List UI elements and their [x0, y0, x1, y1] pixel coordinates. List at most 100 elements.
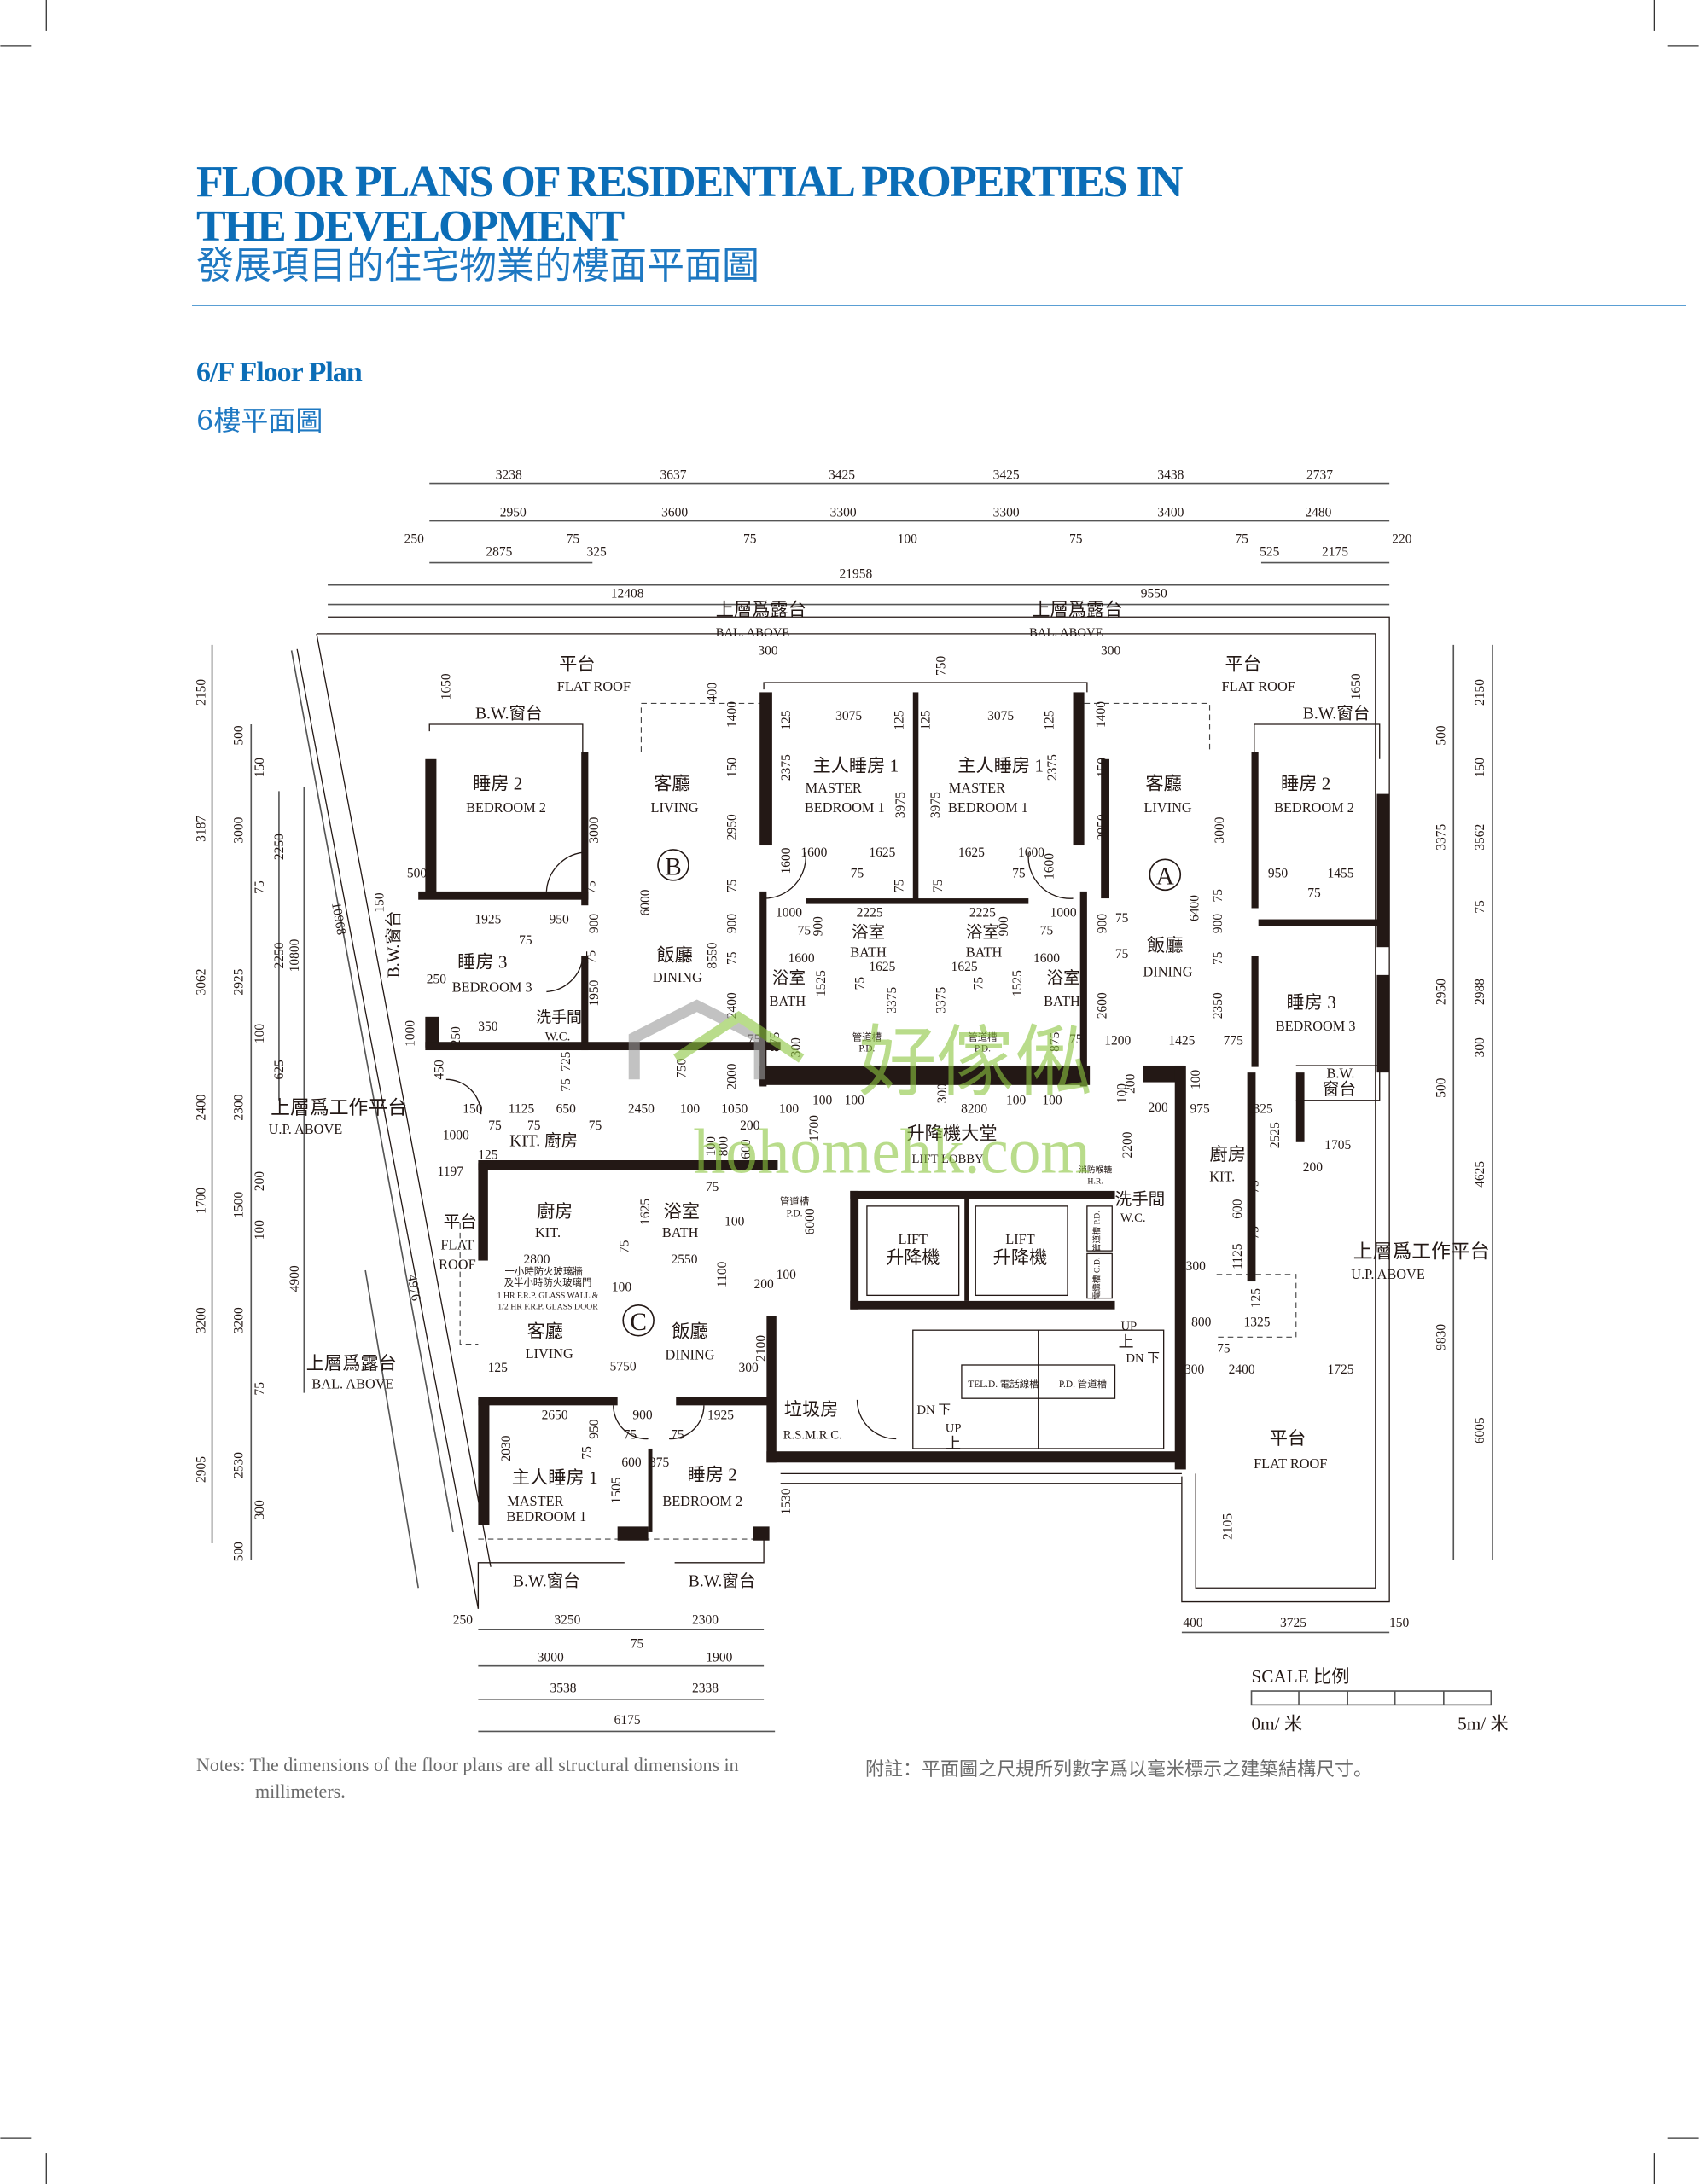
dimension-value: 75	[724, 951, 739, 965]
room-label: LIFT	[1005, 1231, 1034, 1247]
dimension-value: 8550	[706, 942, 720, 968]
dimension-value: 125	[1248, 1288, 1263, 1309]
dimension-value: 125	[1043, 710, 1057, 730]
dimension-value: 125	[488, 1361, 509, 1375]
dimension-value: 3300	[830, 506, 857, 520]
room-label: 睡房 2	[688, 1465, 737, 1485]
dimension-value: 6005	[1473, 1417, 1487, 1443]
dimension-value: 3062	[194, 969, 208, 996]
dimension-value: 3425	[993, 468, 1020, 483]
dimension-value: 2300	[692, 1613, 719, 1628]
dimension-value: 900	[1096, 914, 1110, 934]
dimension-value: 75	[706, 1180, 719, 1194]
dimension-value: 2800	[523, 1252, 550, 1267]
room-label: 客廳	[654, 774, 689, 794]
room-label: P.D.	[975, 1044, 991, 1054]
dimension-value: 150	[1096, 758, 1110, 778]
dimension-value: 3200	[231, 1307, 246, 1333]
scale-start: 0m/ 米	[1252, 1714, 1303, 1734]
dimension-value: 800	[717, 1136, 731, 1157]
room-label: 上層爲露台	[1032, 600, 1122, 620]
dimension-value: 900	[632, 1409, 653, 1423]
dimension-value: 200	[253, 1171, 267, 1192]
dimension-value: 3425	[829, 468, 855, 483]
dimension-value: 75	[853, 977, 868, 990]
room-label: BEDROOM 2	[466, 799, 546, 816]
dimension-value: 250	[449, 1026, 463, 1047]
dimension-value: 1700	[194, 1188, 208, 1214]
dimension-value: 1625	[958, 845, 985, 860]
dimension-value: 6000	[803, 1208, 817, 1234]
dimension-value: 75	[585, 950, 599, 964]
dimension-value: 10800	[288, 938, 302, 972]
unit-markers: B A C	[622, 849, 1182, 1337]
room-label: P.D.	[786, 1208, 802, 1218]
dimension-value: 6000	[638, 889, 653, 915]
dimension-value: 900	[997, 916, 1011, 937]
room-label: B.W.	[1327, 1066, 1355, 1082]
dimension-value: 2950	[724, 814, 739, 840]
dimension-value: 1000	[403, 1020, 417, 1047]
dimension-value: 75	[1211, 889, 1225, 903]
dimension-value: 3438	[1157, 468, 1184, 483]
room-label: B.W.窗台	[513, 1572, 580, 1591]
room-label: P.D.	[858, 1044, 875, 1054]
dimension-value: 2375	[779, 754, 794, 781]
dimension-value: 2338	[692, 1682, 719, 1696]
dimension-value: 950	[549, 912, 569, 926]
room-label: 消防喉轆	[1079, 1165, 1112, 1176]
room-label: FLAT ROOF	[1222, 678, 1295, 694]
dimension-value: 75	[253, 1382, 267, 1396]
dimension-value: 600	[1231, 1199, 1245, 1219]
room-label: 浴室	[772, 969, 806, 988]
room-label: 升降機	[886, 1247, 940, 1268]
dimension-value: 3400	[1157, 506, 1184, 520]
dimension-value: 525	[1260, 544, 1280, 559]
dimension-value: 75	[1115, 947, 1129, 961]
dimension-value: 3000	[1213, 816, 1227, 843]
dimension-value: 1400	[724, 701, 739, 728]
dimension-value: 1725	[1328, 1362, 1354, 1377]
room-label: 管道槽	[780, 1195, 809, 1207]
floor-plan-heading: 6/F Floor Plan	[196, 357, 363, 388]
room-label: 廚房	[1210, 1144, 1246, 1165]
dimension-value: 500	[231, 1542, 246, 1562]
room-label: 飯廳	[1147, 935, 1183, 956]
dimension-value: 100	[253, 1024, 267, 1044]
dimension-value: 250	[427, 973, 447, 987]
dimension-value: 2105	[1221, 1513, 1236, 1540]
dimension-value: 2400	[724, 992, 739, 1019]
dimension-value: 3000	[538, 1651, 564, 1665]
lift-shafts	[866, 1205, 1113, 1299]
dimension-value: 75	[724, 879, 739, 892]
dimension-value: 2150	[1473, 679, 1487, 706]
dimension-value: 3300	[993, 506, 1020, 520]
room-label: FLAT ROOF	[1254, 1455, 1327, 1472]
dimension-value: 75	[559, 1078, 573, 1092]
dimension-value: 1650	[439, 673, 454, 700]
dimension-value: 75	[1307, 886, 1321, 900]
dimension-value: 3375	[885, 986, 899, 1013]
room-label: 飯廳	[656, 945, 692, 966]
dimension-value: 1600	[1033, 951, 1060, 966]
dimension-value: 900	[724, 914, 739, 934]
dimension-value: 950	[1268, 867, 1288, 881]
room-label: 上	[1119, 1333, 1134, 1350]
dimension-value: 75	[931, 879, 946, 892]
dimension-value: 1600	[800, 845, 827, 860]
dimension-value: 1400	[1094, 701, 1108, 728]
dimension-value: 100	[1006, 1094, 1027, 1108]
dimension-value: 3075	[987, 709, 1014, 723]
dimension-value: 3600	[661, 506, 688, 520]
dimension-value: 75	[589, 1118, 602, 1133]
dimension-value: 250	[453, 1613, 474, 1628]
room-label: 浴室	[966, 923, 999, 942]
room-label: BEDROOM 2	[1274, 799, 1354, 816]
dimension-value: 2950	[1434, 979, 1448, 1005]
room-label: 升降機	[993, 1247, 1048, 1268]
room-label: H.R.	[1087, 1177, 1103, 1187]
room-label: B.W.窗台	[475, 704, 543, 723]
dimension-value: 200	[740, 1118, 760, 1133]
dimension-value: 600	[621, 1455, 642, 1470]
